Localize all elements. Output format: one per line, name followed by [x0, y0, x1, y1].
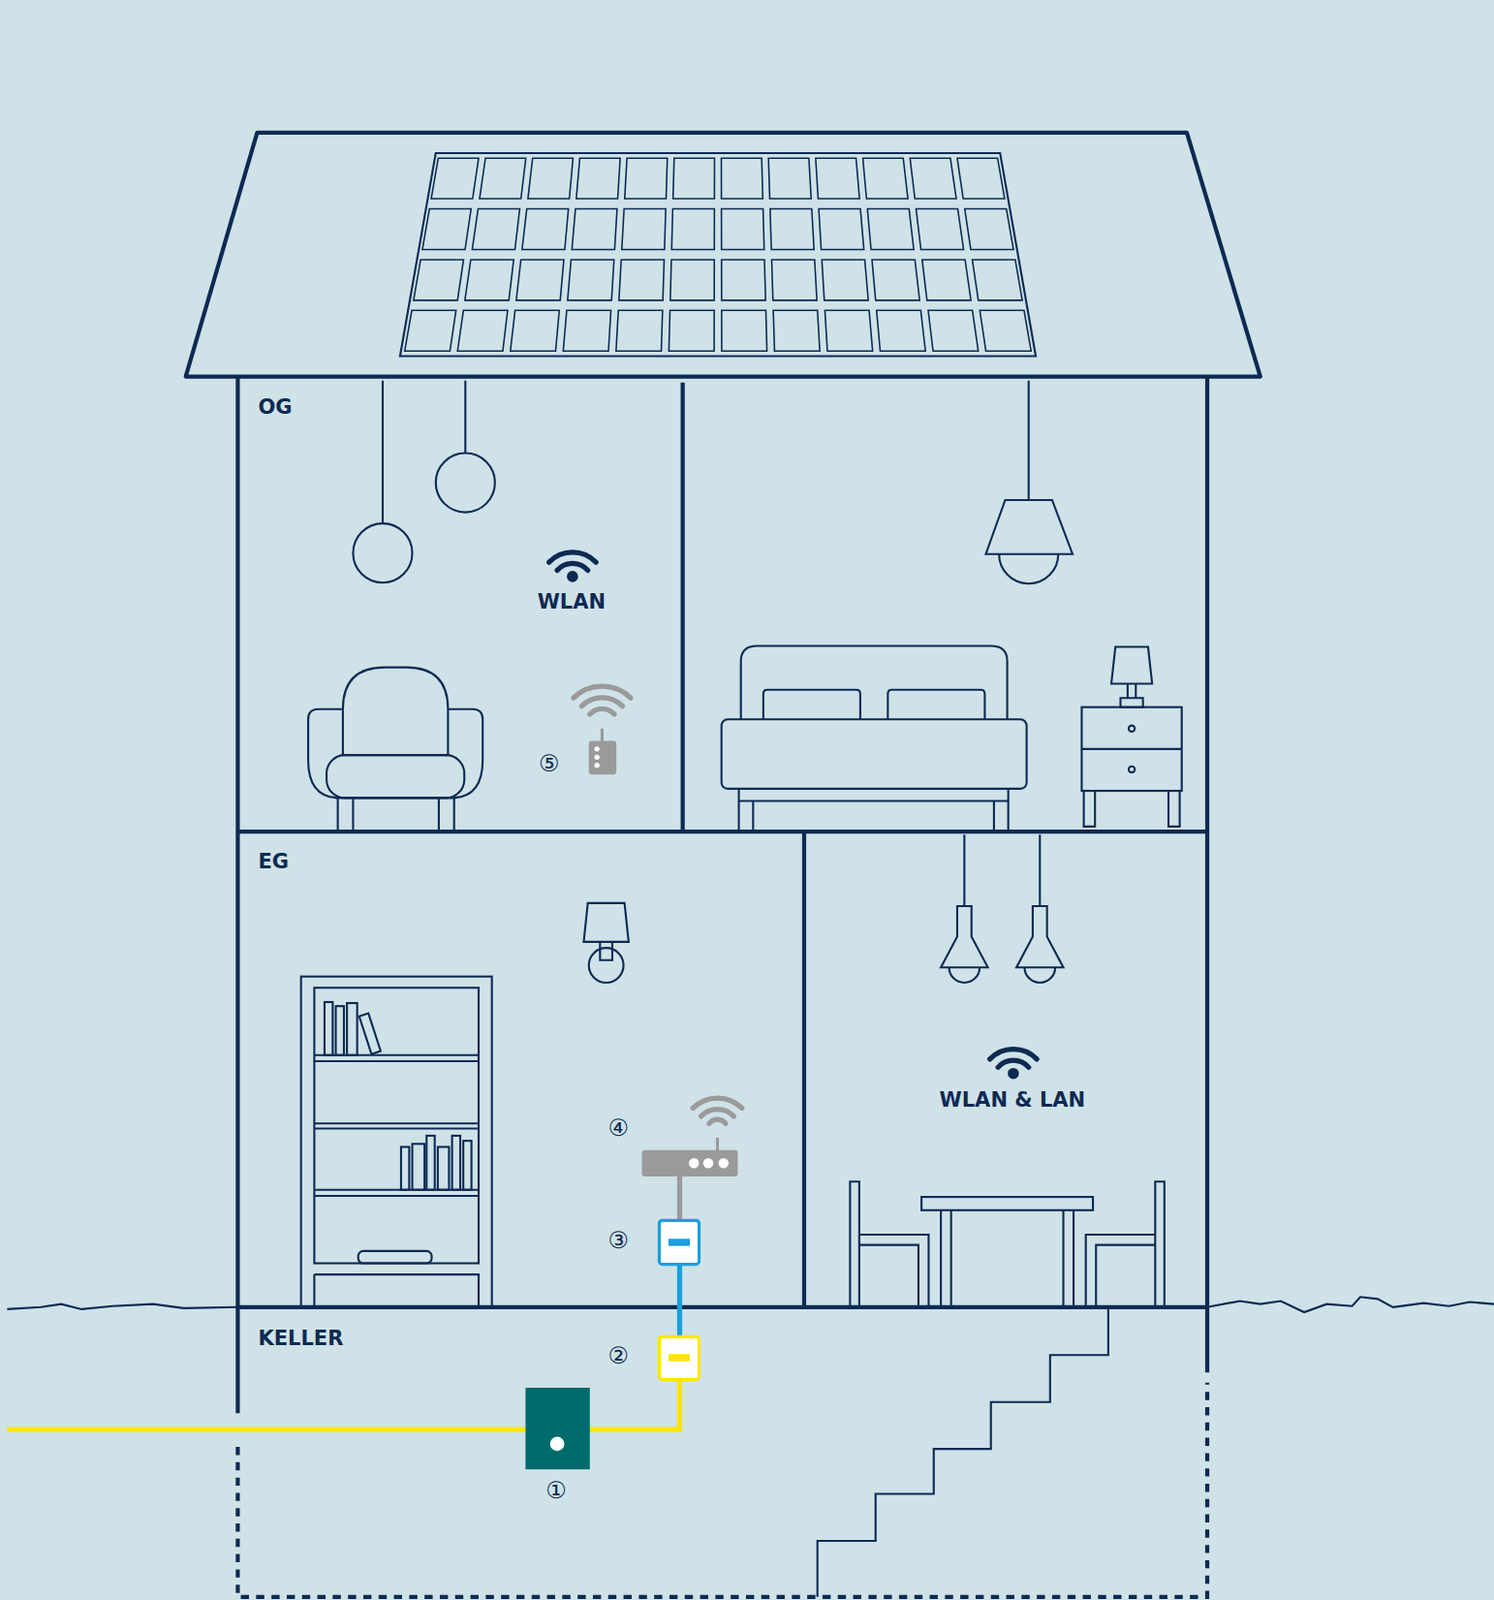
dining-table	[849, 1181, 1164, 1308]
bookshelf	[301, 976, 493, 1308]
house-outline	[186, 132, 1261, 1597]
callout-number: ⑤	[538, 750, 561, 777]
callout-number: ②	[608, 1342, 630, 1369]
wall-lamp	[583, 902, 628, 983]
og-lamps	[352, 380, 1073, 585]
floor-label: OG	[257, 396, 292, 419]
floor-label: KELLER	[257, 1327, 343, 1350]
bed	[721, 646, 1028, 831]
network-label: WLAN & LAN	[939, 1089, 1087, 1112]
armchair	[308, 667, 483, 830]
callout-number: ①	[545, 1477, 567, 1503]
ground-line	[6, 1296, 1494, 1312]
eg-lamps	[940, 834, 1063, 983]
repeater	[589, 728, 617, 775]
router	[642, 1137, 739, 1177]
callout-number: ④	[608, 1115, 630, 1141]
stairs	[817, 1307, 1109, 1597]
house-connection-box	[525, 1387, 590, 1469]
nightstand	[1081, 647, 1182, 827]
wifi-icons	[549, 552, 1037, 1123]
callout-number: ③	[608, 1227, 630, 1253]
modem-boxes	[658, 1219, 699, 1379]
solar-panel	[400, 153, 1036, 357]
network-label: WLAN	[537, 591, 606, 614]
floor-label: EG	[257, 850, 289, 873]
